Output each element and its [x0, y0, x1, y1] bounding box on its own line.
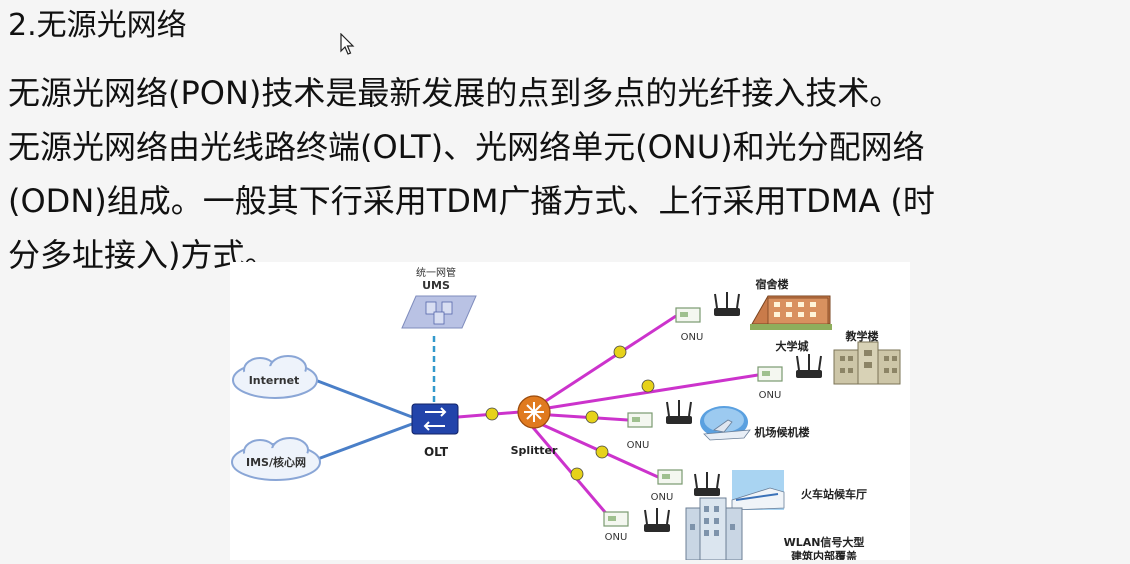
olt-label: OLT [424, 445, 449, 459]
ims-core-cloud-icon: IMS/核心网 [231, 437, 321, 481]
onu-label-1: ONU [681, 332, 704, 343]
teaching-building-icon [833, 341, 901, 385]
fiber-to-wlan-onu [528, 423, 612, 519]
ums-label: UMS [422, 279, 450, 292]
university-label: 大学城 [776, 339, 809, 353]
section-heading: 2.无源光网络 [8, 8, 187, 43]
fiber-connector-icons [485, 345, 655, 481]
pon-diagram-svg: Internet IMS/核心网 统一网管 UMS OLT Splitter O… [231, 266, 901, 563]
onu-device-icon-4 [657, 469, 683, 485]
wlan-label-line-1: WLAN信号大型 [784, 535, 865, 549]
train-station-label: 火车站候车厅 [801, 487, 867, 501]
wireless-ap-icon-4 [694, 472, 720, 496]
dormitory-building-icon [750, 295, 832, 330]
ums-caption: 统一网管 [416, 266, 456, 279]
teaching-label: 教学楼 [845, 329, 879, 343]
description-line-3: (ODN)组成。一般其下行采用TDM广播方式、上行采用TDMA (时 [8, 182, 935, 220]
airport-terminal-icon [700, 406, 751, 441]
splitter-label: Splitter [511, 444, 558, 457]
pon-description: 无源光网络(PON)技术是最新发展的点到多点的光纤接入技术。 无源光网络由光线路… [8, 66, 1126, 282]
olt-switch-icon [411, 403, 459, 435]
onu-label-2: ONU [759, 390, 782, 401]
wireless-ap-icon-3 [666, 400, 692, 424]
onu-device-icon-5 [603, 511, 629, 527]
ums-server-icon [401, 295, 477, 329]
description-line-1: 无源光网络(PON)技术是最新发展的点到多点的光纤接入技术。 [8, 74, 902, 112]
wlan-label-line-2: 建筑内部覆盖 [791, 549, 857, 560]
onu-device-icon-1 [675, 307, 701, 323]
wireless-ap-icon-1 [714, 292, 740, 316]
wireless-ap-icon-5 [644, 508, 670, 532]
onu-label-4: ONU [651, 492, 674, 503]
onu-label-3: ONU [627, 440, 650, 451]
wireless-ap-icon-2 [796, 354, 822, 378]
pon-network-diagram: Internet IMS/核心网 统一网管 UMS OLT Splitter O… [230, 262, 910, 563]
train-station-icon [731, 470, 785, 511]
mouse-cursor-icon [340, 33, 355, 55]
fiber-to-train-onu [531, 418, 659, 479]
svg-text:Internet: Internet [249, 374, 300, 387]
office-tower-icon [685, 497, 743, 561]
internet-cloud-icon: Internet [232, 355, 318, 399]
fiber-to-teaching-onu [534, 373, 759, 412]
onu-label-5: ONU [605, 532, 628, 543]
ims-link [314, 422, 413, 462]
fiber-to-airport-onu [534, 412, 629, 422]
onu-device-icon-3 [627, 412, 653, 428]
dorm-label: 宿舍楼 [756, 277, 789, 291]
splitter-icon [517, 395, 551, 429]
onu-device-icon-2 [757, 366, 783, 382]
airport-label: 机场候机楼 [755, 425, 810, 439]
description-line-2: 无源光网络由光线路终端(OLT)、光网络单元(ONU)和光分配网络 [8, 128, 925, 166]
fiber-to-dorm-onu [534, 314, 677, 410]
wireless-ap-icons [644, 292, 822, 532]
svg-text:IMS/核心网: IMS/核心网 [246, 455, 306, 469]
internet-link [314, 378, 413, 419]
